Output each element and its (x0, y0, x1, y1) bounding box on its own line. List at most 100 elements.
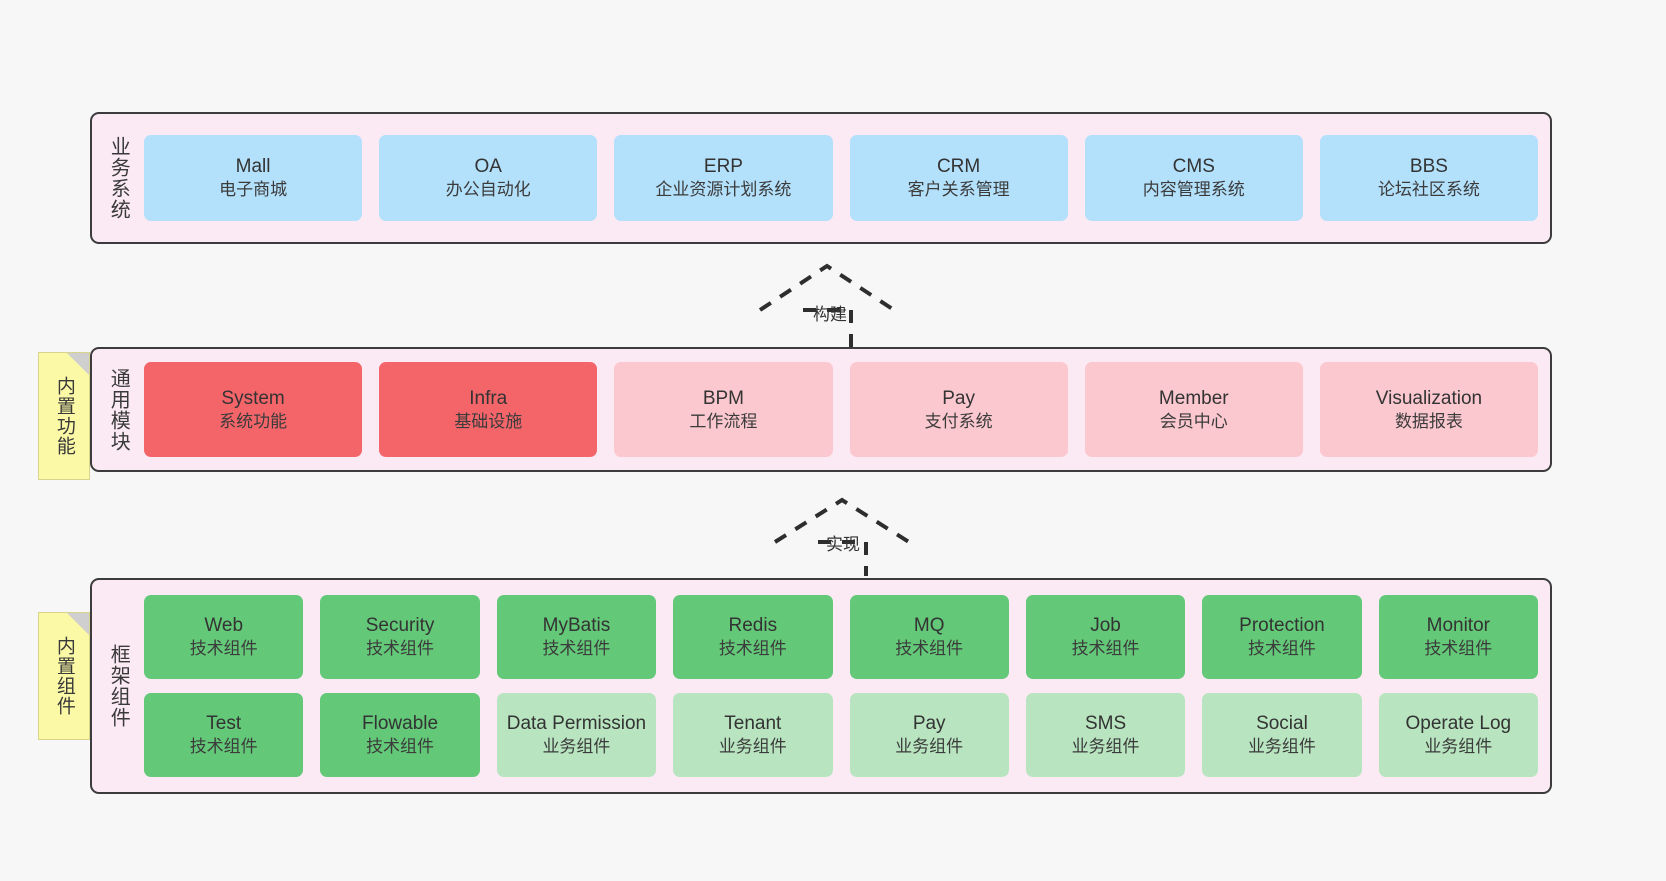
node-title: Pay (912, 713, 946, 735)
node-flowable[interactable]: Flowable 技术组件 (320, 693, 480, 777)
note-builtin-features: 内置功能 (38, 352, 90, 480)
node-oa[interactable]: OA 办公自动化 (379, 135, 598, 221)
node-subtitle: 办公自动化 (445, 180, 531, 200)
node-crm[interactable]: CRM 客户关系管理 (849, 135, 1068, 221)
layer-framework-components: 框架组件 Web 技术组件 Security 技术组件 MyBatis 技术组件… (90, 578, 1552, 794)
node-test[interactable]: Test 技术组件 (144, 693, 304, 777)
arrow-shaft-implement (818, 540, 868, 576)
arrow-head-build (758, 263, 896, 312)
connector-build: 构建 (755, 258, 935, 348)
node-web[interactable]: Web 技术组件 (144, 595, 304, 679)
cell-row: System 系统功能 Infra 基础设施 BPM 工作流程 Pay 支付系统… (144, 362, 1539, 457)
connector-label-build: 构建 (813, 305, 847, 324)
node-security[interactable]: Security 技术组件 (320, 595, 480, 679)
node-title: Protection (1239, 615, 1325, 637)
node-title: Member (1158, 387, 1229, 409)
node-title: Monitor (1426, 615, 1490, 637)
node-mall[interactable]: Mall 电子商城 (144, 135, 363, 221)
node-title: Web (204, 615, 244, 637)
node-title: ERP (703, 156, 743, 178)
node-subtitle: 技术组件 (1424, 639, 1493, 659)
node-title: BBS (1409, 156, 1448, 178)
node-subtitle: 技术组件 (189, 639, 258, 659)
node-subtitle: 业务组件 (1071, 737, 1140, 757)
node-title: MQ (913, 615, 945, 637)
node-cms[interactable]: CMS 内容管理系统 (1084, 135, 1303, 221)
node-subtitle: 工作流程 (689, 411, 758, 431)
node-title: Visualization (1375, 387, 1483, 409)
node-subtitle: 技术组件 (1247, 639, 1316, 659)
node-title: OA (474, 156, 502, 178)
node-subtitle: 技术组件 (1071, 639, 1140, 659)
node-subtitle: 内容管理系统 (1142, 180, 1245, 200)
node-title: BPM (702, 387, 745, 409)
node-subtitle: 技术组件 (366, 737, 435, 757)
node-title: Test (206, 713, 242, 735)
node-subtitle: 业务组件 (542, 737, 611, 757)
node-title: Pay (942, 387, 975, 409)
layer-title-framework-components: 框架组件 (107, 644, 130, 728)
node-subtitle: 论坛社区系统 (1377, 180, 1480, 200)
node-pay-component[interactable]: Pay 业务组件 (849, 693, 1009, 777)
note-builtin-components: 内置组件 (38, 612, 90, 740)
node-protection[interactable]: Protection 技术组件 (1202, 595, 1362, 679)
cell-row: Mall 电子商城 OA 办公自动化 ERP 企业资源计划系统 CRM 客户关系… (144, 135, 1539, 221)
cell-row: Web 技术组件 Security 技术组件 MyBatis 技术组件 Redi… (144, 595, 1538, 679)
cell-row: Test 技术组件 Flowable 技术组件 Data Permission … (144, 693, 1538, 777)
node-mybatis[interactable]: MyBatis 技术组件 (496, 595, 657, 679)
node-title: CRM (936, 156, 981, 178)
node-member[interactable]: Member 会员中心 (1084, 362, 1303, 457)
layer-modules-cells: System 系统功能 Infra 基础设施 BPM 工作流程 Pay 支付系统… (138, 359, 1539, 460)
node-subtitle: 技术组件 (189, 737, 258, 757)
layer-business-cells: Mall 电子商城 OA 办公自动化 ERP 企业资源计划系统 CRM 客户关系… (138, 124, 1539, 232)
node-bbs[interactable]: BBS 论坛社区系统 (1319, 135, 1539, 221)
node-bpm[interactable]: BPM 工作流程 (614, 362, 833, 457)
node-title: Job (1090, 615, 1121, 637)
node-title: Flowable (362, 713, 439, 735)
node-title: Infra (469, 387, 508, 409)
node-title: Operate Log (1405, 713, 1512, 735)
node-subtitle: 业务组件 (1247, 737, 1316, 757)
node-title: Security (365, 615, 435, 637)
node-subtitle: 业务组件 (1424, 737, 1493, 757)
node-subtitle: 业务组件 (718, 737, 787, 757)
layer-business-systems: 业务系统 Mall 电子商城 OA 办公自动化 ERP 企业资源计划系统 CRM… (90, 112, 1552, 244)
node-monitor[interactable]: Monitor 技术组件 (1378, 595, 1538, 679)
layer-title-common-modules: 通用模块 (107, 367, 130, 452)
node-title: Social (1256, 713, 1308, 735)
node-pay-module[interactable]: Pay 支付系统 (849, 362, 1068, 457)
node-sms[interactable]: SMS 业务组件 (1025, 693, 1186, 777)
node-subtitle: 技术组件 (895, 639, 964, 659)
node-title: CMS (1172, 156, 1215, 178)
node-subtitle: 技术组件 (718, 639, 787, 659)
node-title: Tenant (724, 713, 782, 735)
node-infra[interactable]: Infra 基础设施 (379, 362, 598, 457)
node-system[interactable]: System 系统功能 (144, 362, 363, 457)
node-mq[interactable]: MQ 技术组件 (849, 595, 1009, 679)
arrow-head-implement (773, 497, 911, 544)
node-redis[interactable]: Redis 技术组件 (673, 595, 833, 679)
connector-implement: 实现 (770, 492, 950, 576)
node-erp[interactable]: ERP 企业资源计划系统 (614, 135, 833, 221)
node-subtitle: 技术组件 (366, 639, 435, 659)
node-subtitle: 数据报表 (1394, 411, 1463, 431)
node-subtitle: 电子商城 (219, 180, 288, 200)
node-operate-log[interactable]: Operate Log 业务组件 (1378, 693, 1538, 777)
node-subtitle: 客户关系管理 (907, 180, 1010, 200)
node-tenant[interactable]: Tenant 业务组件 (673, 693, 833, 777)
node-social[interactable]: Social 业务组件 (1202, 693, 1362, 777)
node-subtitle: 技术组件 (542, 639, 611, 659)
node-data-permission[interactable]: Data Permission 业务组件 (496, 693, 657, 777)
node-subtitle: 基础设施 (454, 411, 523, 431)
connector-label-implement: 实现 (826, 535, 860, 554)
node-title: System (221, 387, 285, 409)
node-subtitle: 支付系统 (924, 411, 993, 431)
node-visualization[interactable]: Visualization 数据报表 (1319, 362, 1539, 457)
note-label: 内置功能 (53, 376, 75, 456)
node-job[interactable]: Job 技术组件 (1025, 595, 1186, 679)
node-title: Data Permission (506, 713, 647, 735)
node-title: Redis (728, 615, 778, 637)
node-subtitle: 系统功能 (219, 411, 288, 431)
node-subtitle: 会员中心 (1159, 411, 1228, 431)
layer-framework-cells: Web 技术组件 Security 技术组件 MyBatis 技术组件 Redi… (138, 590, 1538, 782)
